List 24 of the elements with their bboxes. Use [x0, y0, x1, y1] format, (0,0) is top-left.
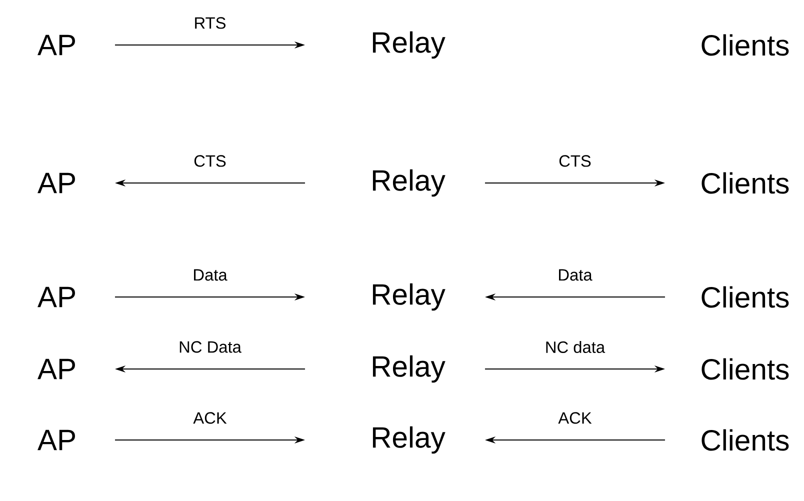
- node-label: Relay: [372, 169, 446, 197]
- node-label: AP: [38, 358, 75, 380]
- edge-label: ACK: [193, 412, 227, 424]
- node-label: Relay: [372, 283, 446, 311]
- node-label: Clients: [702, 429, 789, 451]
- node-label: Relay: [372, 426, 446, 454]
- node-label: Relay: [372, 355, 446, 383]
- node-label: Clients: [702, 34, 789, 56]
- edge-label: CTS: [194, 155, 226, 167]
- node-label: AP: [38, 430, 75, 450]
- edge-label: ACK: [558, 412, 592, 424]
- edge-label: NC data: [546, 340, 606, 354]
- edge-label: Data: [559, 269, 592, 281]
- node-label: AP: [38, 286, 75, 308]
- node-label: Clients: [702, 172, 789, 194]
- edge-label: CTS: [559, 155, 591, 167]
- node-label: AP: [38, 34, 75, 56]
- edge-label: RTS: [195, 17, 226, 29]
- edge-label: NC Data: [180, 341, 242, 353]
- node-label: AP: [38, 172, 75, 194]
- node-label: Clients: [702, 286, 789, 308]
- node-label: Clients: [702, 358, 789, 380]
- node-label: Relay: [372, 31, 446, 59]
- edge-label: Data: [194, 269, 228, 281]
